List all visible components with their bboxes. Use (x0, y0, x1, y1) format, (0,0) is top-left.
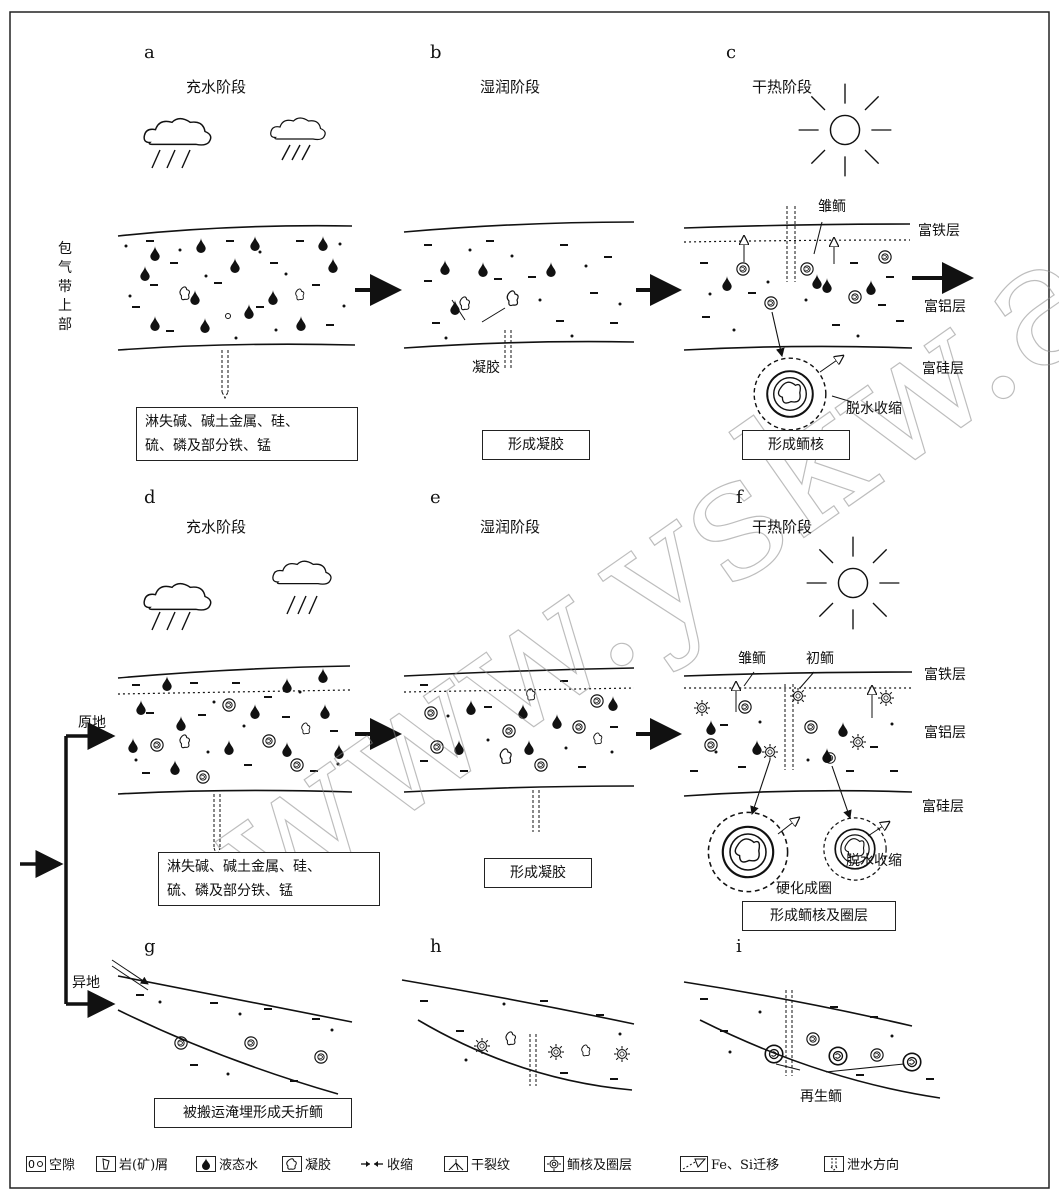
stage-title-b: 湿润阶段 (480, 76, 540, 97)
aborted-oolite-box-g: 被搬运淹埋形成夭折鲕 (154, 1098, 352, 1128)
legend-item-rock-debris: 岩(矿)屑 (96, 1154, 168, 1173)
legend-item-shrink: 收缩 (360, 1154, 413, 1173)
panel-letter-e: e (430, 487, 441, 508)
layer-iron-rich-c: 富铁层 (918, 220, 960, 240)
legend-item-drainage-direction: 泄水方向 (824, 1154, 899, 1173)
dehydration-label-c: 脱水收缩 (846, 398, 902, 418)
rain-cloud-icon (273, 561, 331, 614)
panel-letter-h: h (430, 936, 442, 957)
gel-box-e: 形成凝胶 (484, 858, 592, 888)
gel-box-b: 形成凝胶 (482, 430, 590, 460)
panel-letter-b: b (430, 42, 442, 63)
stage-title-f: 干热阶段 (752, 516, 812, 537)
rain-cloud-icon (271, 118, 325, 160)
core-box-c: 形成鲕核 (742, 430, 850, 460)
layer-silicon-rich-f: 富硅层 (922, 796, 964, 816)
stage-title-a: 充水阶段 (186, 76, 246, 97)
core-ring-box-f: 形成鲕核及圈层 (742, 901, 896, 931)
cone-oolite-label-f: 雏鲕 (738, 648, 766, 668)
rock-debris-icon (96, 1156, 116, 1172)
rain-cloud-icon (144, 584, 211, 630)
layer-iron-rich-f: 富铁层 (924, 664, 966, 684)
stage-title-c: 干热阶段 (752, 76, 812, 97)
legend-item-pore: 0 空隙 (26, 1154, 75, 1173)
legend-item-dry-crack: 干裂纹 (444, 1154, 510, 1173)
layer-aluminum-rich-f: 富铝层 (924, 722, 966, 742)
cone-oolite-label-c: 雏鲕 (818, 196, 846, 216)
fe-si-migration-icon (680, 1156, 708, 1172)
leaching-box-d: 淋失碱、碱土金属、硅、硫、磷及部分铁、锰 (158, 852, 380, 906)
shrink-icon (360, 1157, 384, 1171)
panel-i-profile (684, 982, 940, 1098)
panel-b-profile (404, 222, 634, 370)
svg-text:0: 0 (28, 1158, 35, 1171)
sun-icon (799, 84, 892, 177)
rain-cloud-icon (144, 119, 211, 168)
panel-letter-i: i (736, 936, 742, 957)
panel-g-profile (112, 960, 352, 1094)
vadose-zone-label: 包气带上部 (58, 240, 74, 335)
panel-letter-c: c (726, 42, 736, 63)
initial-oolite-label-f: 初鲕 (806, 648, 834, 668)
panel-letter-d: d (144, 487, 156, 508)
in-situ-label: 原地 (78, 712, 106, 732)
oolite-core-ring-icon (544, 1156, 564, 1172)
layer-aluminum-rich-c: 富铝层 (924, 296, 966, 316)
legend: 0 空隙 岩(矿)屑 液态水 凝胶 收缩 干裂纹 鲕核及圈层 Fe、Si迁移 泄… (14, 1154, 1044, 1180)
legend-item-gel: 凝胶 (282, 1154, 331, 1173)
panel-h-profile (402, 980, 634, 1090)
layer-silicon-rich-c: 富硅层 (922, 358, 964, 378)
leaching-box-a: 淋失碱、碱土金属、硅、硫、磷及部分铁、锰 (136, 407, 358, 461)
gel-label-b: 凝胶 (472, 357, 500, 377)
legend-item-oolite-core-ring: 鲕核及圈层 (544, 1154, 632, 1173)
regenerated-oolite-label: 再生鲕 (800, 1086, 842, 1106)
dehydration-label-f: 脱水收缩 (846, 850, 902, 870)
dry-crack-icon (444, 1156, 468, 1172)
panel-letter-g: g (144, 936, 156, 957)
legend-item-liquid-water: 液态水 (196, 1154, 258, 1173)
drainage-direction-icon (824, 1156, 844, 1172)
stage-title-e: 湿润阶段 (480, 516, 540, 537)
liquid-water-icon (196, 1156, 216, 1172)
particles-row1 (140, 236, 891, 333)
branch-arrows (20, 736, 112, 1004)
dash-dot-texture-row1 (125, 240, 905, 340)
pore-icon: 0 (26, 1156, 46, 1172)
gel-icon (282, 1156, 302, 1172)
harden-ring-label: 硬化成圈 (776, 878, 832, 898)
stage-title-d: 充水阶段 (186, 516, 246, 537)
panel-letter-a: a (144, 42, 155, 63)
allochthonous-label: 异地 (72, 972, 100, 992)
legend-item-fe-si-migration: Fe、Si迁移 (680, 1154, 779, 1173)
panel-letter-f: f (736, 487, 743, 508)
